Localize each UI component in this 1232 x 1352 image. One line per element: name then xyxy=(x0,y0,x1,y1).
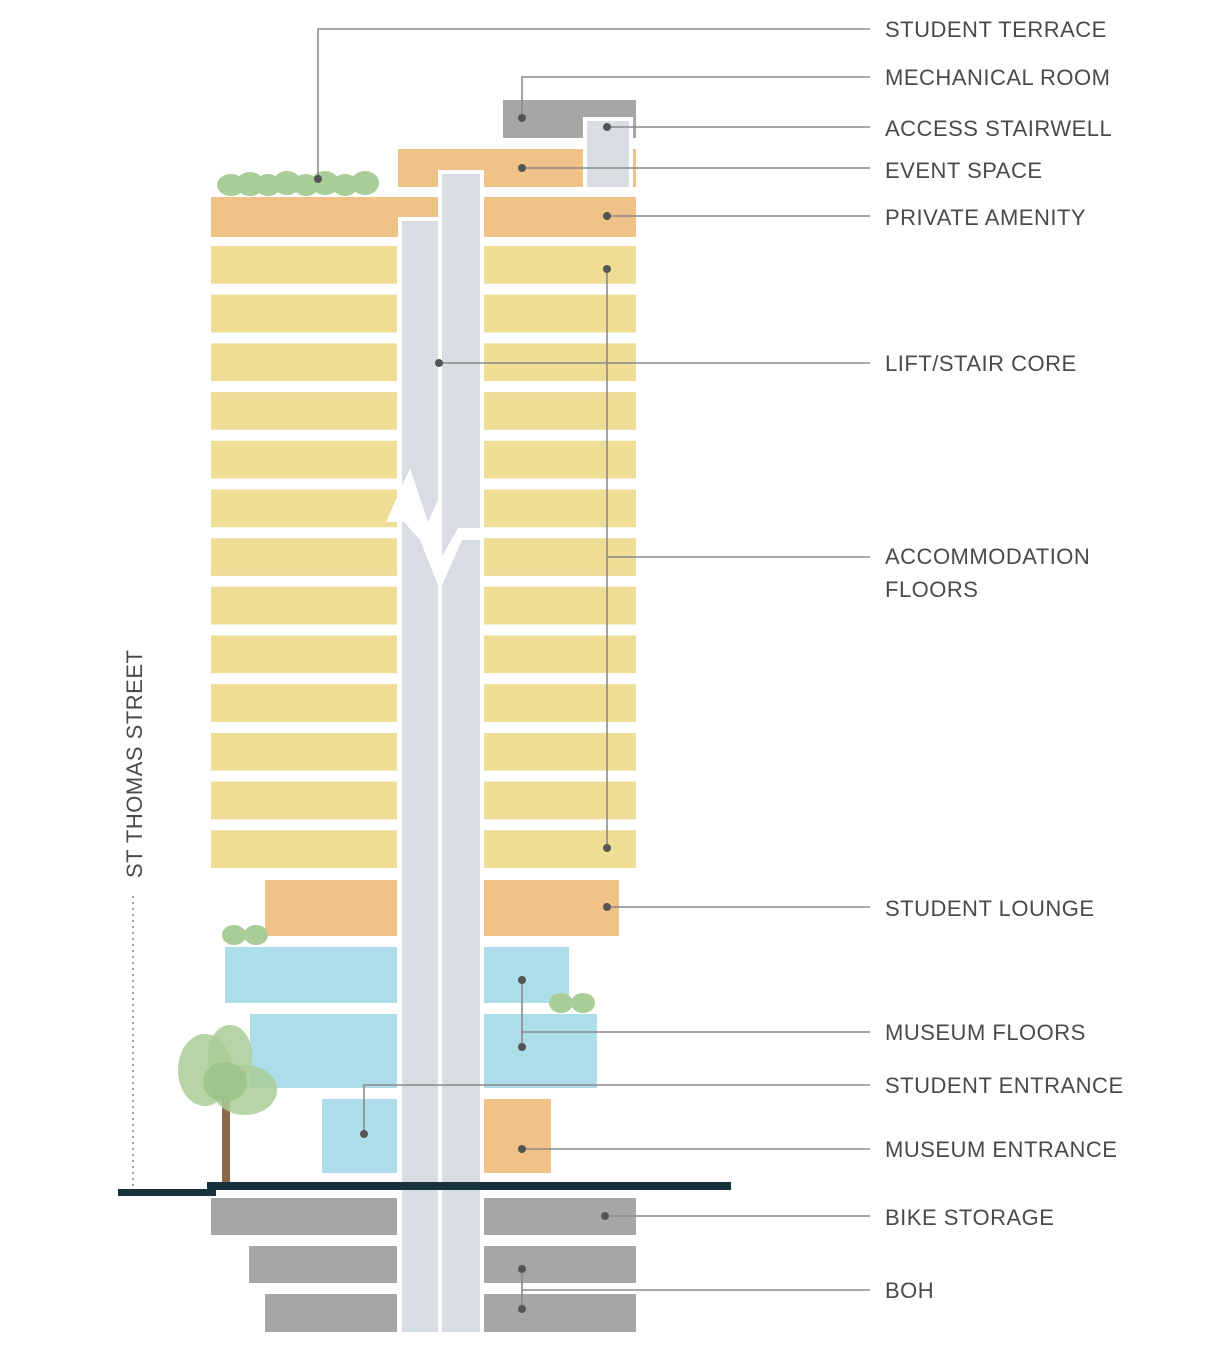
label-mechanical-room: MECHANICAL ROOM xyxy=(885,65,1110,90)
accommodation-floor-left xyxy=(211,830,397,868)
student-terrace-greenery xyxy=(217,171,379,196)
accommodation-floor-right xyxy=(484,830,636,868)
student-lounge-block-right xyxy=(484,880,619,936)
accommodation-floor-right xyxy=(484,392,636,430)
accommodation-floor-left xyxy=(211,635,397,674)
boh-block-upper-left xyxy=(249,1246,397,1283)
label-private-amenity: PRIVATE AMENITY xyxy=(885,205,1086,230)
street-tree xyxy=(178,1025,277,1183)
accommodation-floors xyxy=(211,246,636,868)
accommodation-floor-left xyxy=(211,246,397,284)
boh-block-lower-right xyxy=(484,1294,636,1332)
museum-entrance-block xyxy=(484,1099,551,1173)
accommodation-floor-right xyxy=(484,294,636,333)
museum-floor-lower-left xyxy=(250,1014,397,1088)
ground-line xyxy=(118,1182,731,1196)
accommodation-floor-left xyxy=(211,489,397,528)
museum-greenery xyxy=(549,993,595,1013)
lift-stair-core xyxy=(386,170,484,1336)
museum-floor-lower-right xyxy=(484,1014,597,1088)
lounge-greenery xyxy=(222,925,268,945)
label-museum-floors: MUSEUM FLOORS xyxy=(885,1020,1086,1045)
label-accommodation-line2: FLOORS xyxy=(885,577,978,602)
accommodation-floor-left xyxy=(211,343,397,382)
student-lounge-block-left xyxy=(265,880,397,936)
label-accommodation-line1: ACCOMMODATION xyxy=(885,544,1090,569)
accommodation-floor-right xyxy=(484,246,636,284)
accommodation-floor-right xyxy=(484,635,636,674)
label-bike-storage: BIKE STORAGE xyxy=(885,1205,1054,1230)
museum-floor-upper-right xyxy=(484,947,569,1003)
accommodation-floor-left xyxy=(211,294,397,333)
accommodation-floor-left xyxy=(211,732,397,771)
label-museum-entrance: MUSEUM ENTRANCE xyxy=(885,1137,1117,1162)
label-event-space: EVENT SPACE xyxy=(885,158,1043,183)
accommodation-floor-right xyxy=(484,440,636,479)
accommodation-floor-right xyxy=(484,781,636,820)
accommodation-floor-left xyxy=(211,781,397,820)
label-student-entrance: STUDENT ENTRANCE xyxy=(885,1073,1124,1098)
street-label: ST THOMAS STREET xyxy=(122,650,147,878)
accommodation-floor-right xyxy=(484,732,636,771)
accommodation-floor-left xyxy=(211,586,397,625)
accommodation-floor-left xyxy=(211,538,397,576)
accommodation-floor-right xyxy=(484,489,636,528)
label-lift-stair-core: LIFT/STAIR CORE xyxy=(885,351,1077,376)
bike-storage-block-left xyxy=(211,1198,397,1235)
section-break-symbol xyxy=(386,468,440,590)
boh-block-upper-right xyxy=(484,1246,636,1283)
access-stairwell-block xyxy=(583,117,633,191)
accommodation-floor-right xyxy=(484,586,636,625)
label-access-stairwell: ACCESS STAIRWELL xyxy=(885,116,1112,141)
accommodation-floor-left xyxy=(211,684,397,722)
accommodation-floor-left xyxy=(211,392,397,430)
label-student-terrace: STUDENT TERRACE xyxy=(885,17,1107,42)
leader-dots xyxy=(314,114,611,1313)
private-amenity-block-right xyxy=(484,197,636,237)
accommodation-floor-right xyxy=(484,684,636,722)
museum-floor-upper-left xyxy=(225,947,397,1003)
boh-block-lower-left xyxy=(265,1294,397,1332)
accommodation-floor-left xyxy=(211,440,397,479)
label-student-lounge: STUDENT LOUNGE xyxy=(885,896,1095,921)
label-boh: BOH xyxy=(885,1278,934,1303)
leader-lines xyxy=(317,28,870,1309)
student-entrance-block xyxy=(322,1099,397,1173)
